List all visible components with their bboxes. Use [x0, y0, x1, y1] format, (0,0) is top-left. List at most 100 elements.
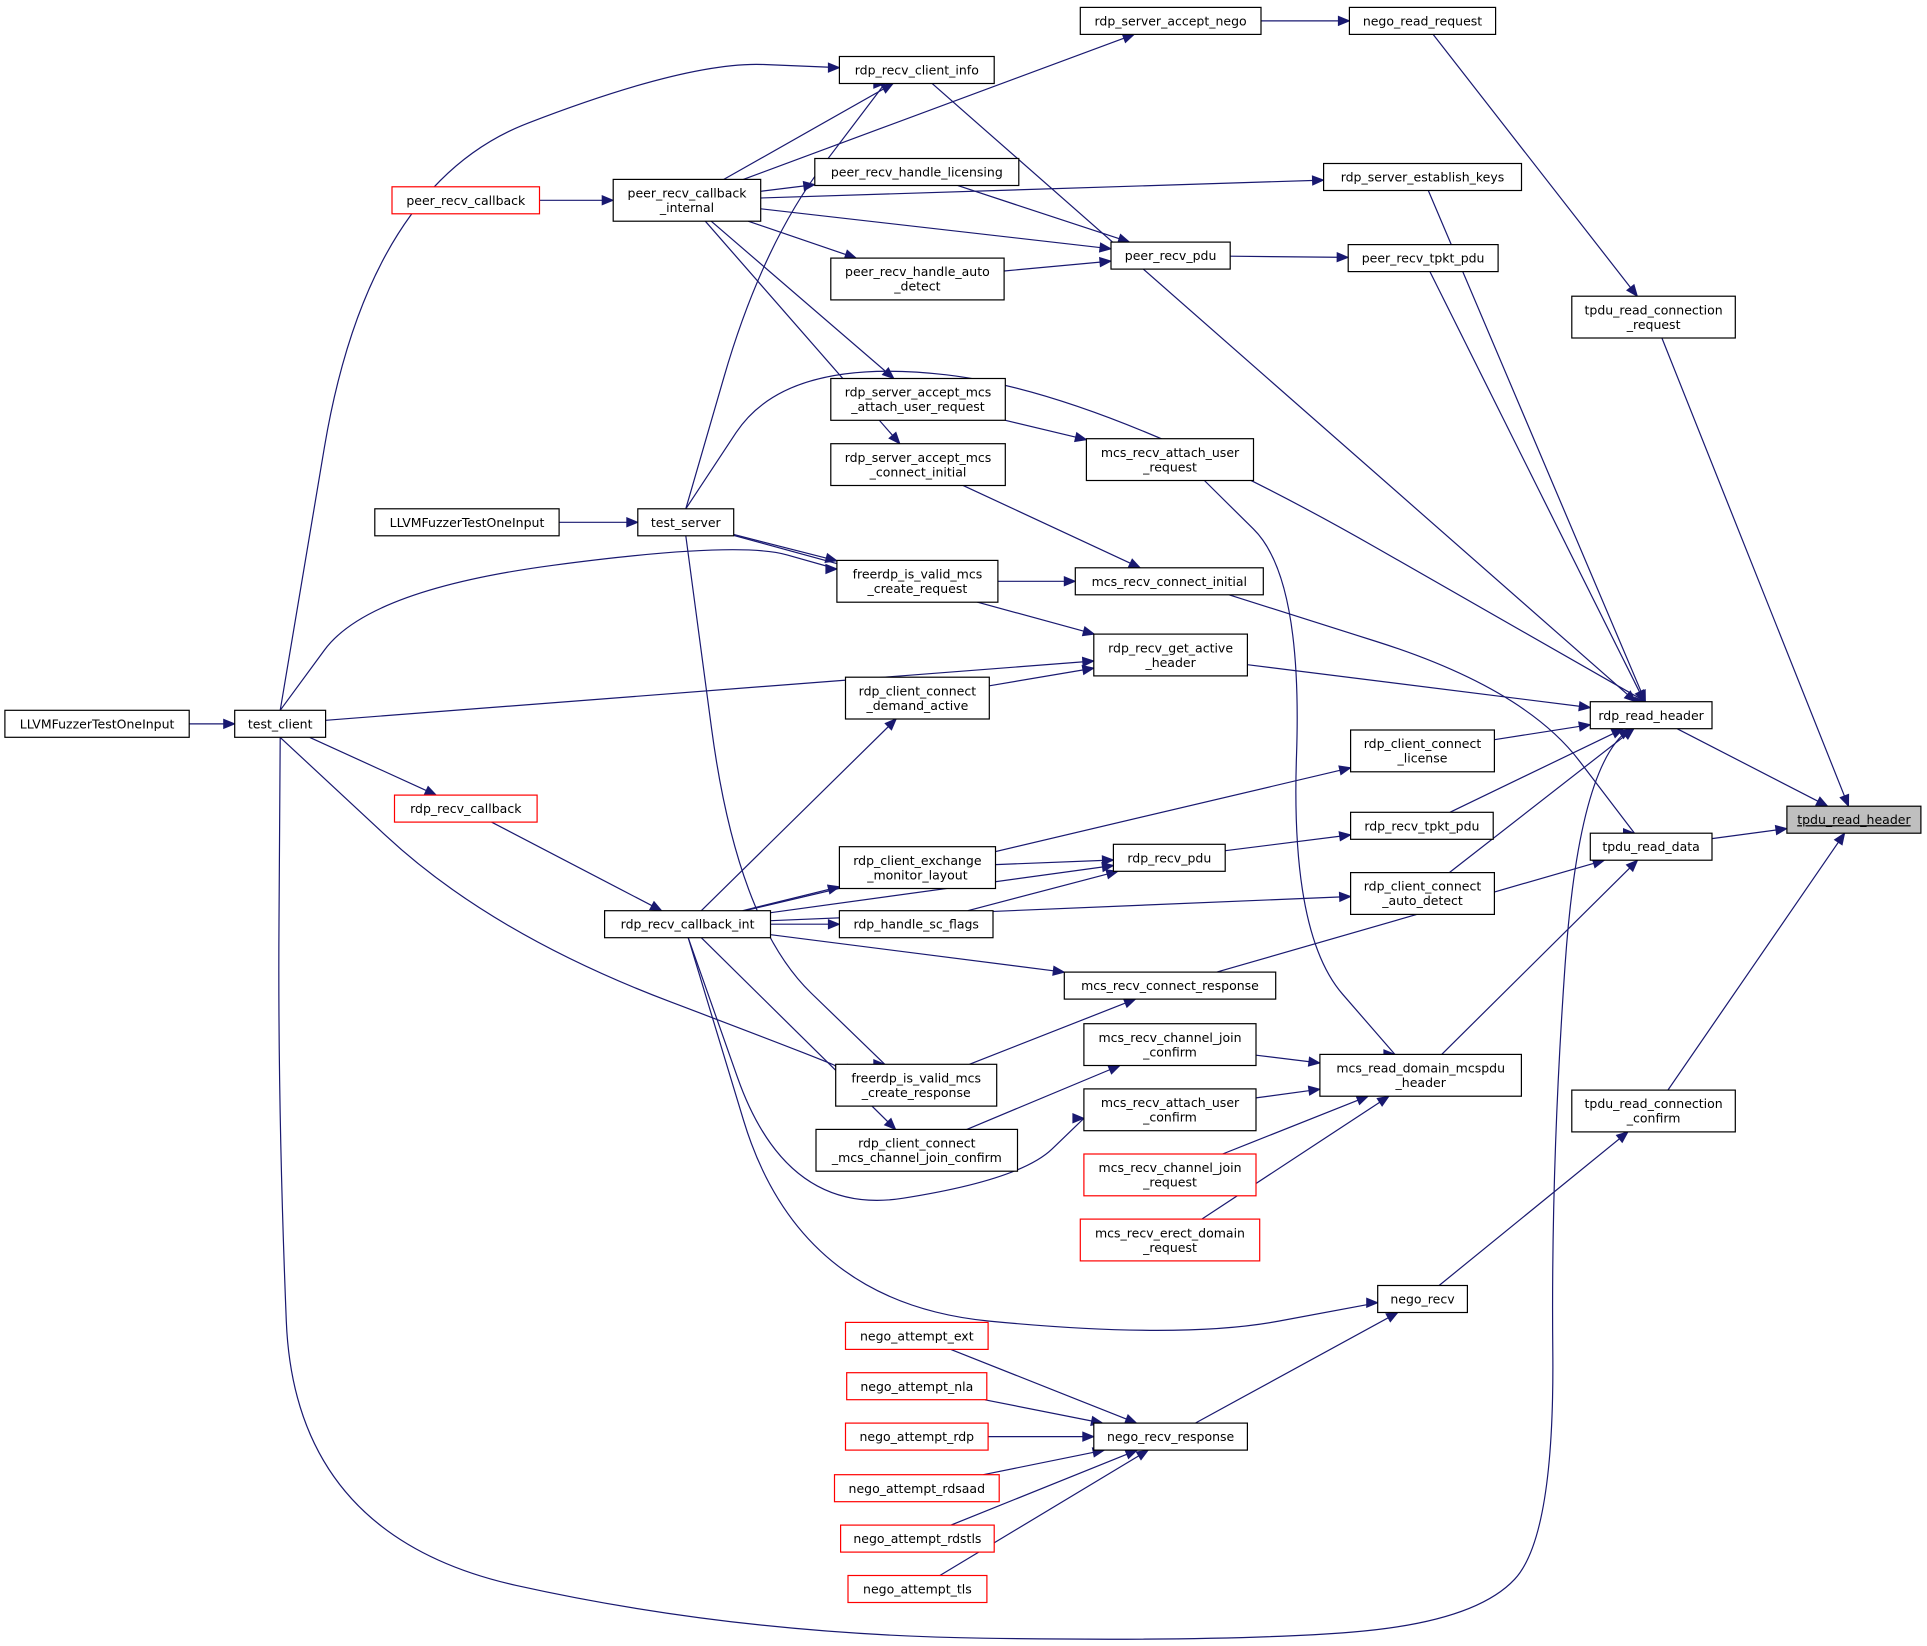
- node-mcs-recv-attach-user-confirm[interactable]: mcs_recv_attach_user_confirm: [1083, 1088, 1257, 1132]
- arrowhead-icon: [1123, 1414, 1138, 1424]
- node-box: [1079, 6, 1262, 36]
- arrowhead-icon: [1127, 558, 1142, 569]
- edge-mcs_recv_attach_user_confirm-to-mcs_read_domain_mcspdu_header: [1255, 1085, 1322, 1099]
- edge-peer_recv_callback_internal-to-peer_recv_pdu: [760, 208, 1113, 253]
- edge-nego_attempt_rdp-to-nego_recv_response: [988, 1431, 1096, 1442]
- node-label: rdp_client_connect: [859, 683, 977, 698]
- arrowhead-icon: [888, 431, 901, 445]
- node-box: [1079, 1218, 1261, 1262]
- node-tpdu-read-data[interactable]: tpdu_read_data: [1589, 832, 1713, 861]
- node-test-server[interactable]: test_server: [637, 508, 735, 537]
- node-rdp-client-exchange-monitor-layout[interactable]: rdp_client_exchange_monitor_layout: [838, 846, 997, 890]
- node-nego-attempt-rdp[interactable]: nego_attempt_rdp: [844, 1422, 989, 1451]
- node-box: [1112, 843, 1226, 872]
- node-peer-recv-callback-internal[interactable]: peer_recv_callback_internal: [612, 178, 762, 222]
- edge-line: [748, 220, 857, 259]
- node-mcs-recv-connect-initial[interactable]: mcs_recv_connect_initial: [1074, 567, 1264, 596]
- arrowhead-icon: [826, 884, 841, 895]
- node-nego-recv[interactable]: nego_recv: [1377, 1284, 1468, 1314]
- node-rdp-server-accept-mcs-attach-user-request[interactable]: rdp_server_accept_mcs_attach_user_reques…: [830, 377, 1006, 421]
- node-test-client[interactable]: test_client: [234, 709, 327, 738]
- arrowhead-icon: [1815, 796, 1829, 807]
- node-rdp-client-connect-demand-active[interactable]: rdp_client_connect_demand_active: [844, 676, 990, 720]
- edge-line: [950, 1449, 1138, 1526]
- node-box: [835, 1063, 998, 1107]
- node-rdp-read-header[interactable]: rdp_read_header: [1589, 701, 1713, 730]
- node-label: _create_response: [861, 1085, 971, 1100]
- node-tpdu-read-header[interactable]: tpdu_read_header: [1786, 805, 1922, 834]
- node-nego-attempt-rdsaad[interactable]: nego_attempt_rdsaad: [833, 1474, 1000, 1503]
- edge-peer_recv_callback_internal-to-rdp_recv_client_info: [723, 82, 895, 180]
- node-label: LLVMFuzzerTestOneInput: [390, 515, 545, 530]
- node-nego-attempt-rdstls[interactable]: nego_attempt_rdstls: [839, 1524, 995, 1553]
- node-rdp-recv-callback-int[interactable]: rdp_recv_callback_int: [603, 910, 772, 939]
- node-rdp-server-accept-mcs-connect-initial[interactable]: rdp_server_accept_mcs_connect_initial: [830, 443, 1006, 487]
- node-mcs-recv-connect-response[interactable]: mcs_recv_connect_response: [1063, 971, 1277, 1000]
- arrowhead-icon: [1311, 175, 1325, 186]
- edge-line: [1228, 594, 1635, 834]
- edge-rdp_recv_pdu-to-rdp_recv_tpkt_pdu: [1225, 831, 1352, 852]
- arrowhead-icon: [1082, 1431, 1096, 1442]
- edge-line: [983, 1449, 1105, 1476]
- node-label: _request: [1142, 1240, 1197, 1255]
- edge-rdp_server_accept_mcs_connect_initial-to-mcs_recv_connect_initial: [962, 484, 1142, 569]
- node-mcs-recv-erect-domain-request[interactable]: mcs_recv_erect_domain_request: [1079, 1218, 1261, 1262]
- node-rdp-recv-get-active-header[interactable]: rdp_recv_get_active_header: [1093, 633, 1249, 677]
- node-rdp-recv-client-info[interactable]: rdp_recv_client_info: [838, 55, 995, 85]
- edge-mcs_recv_erect_domain_request-to-mcs_read_domain_mcspdu_header: [1201, 1095, 1391, 1220]
- node-mcs-read-domain-mcspdu-header[interactable]: mcs_read_domain_mcspdu_header: [1319, 1053, 1523, 1097]
- node-nego-attempt-tls[interactable]: nego_attempt_tls: [847, 1574, 988, 1604]
- arrowhead-icon: [825, 563, 839, 575]
- node-label: rdp_client_connect: [858, 1136, 976, 1151]
- node-peer-recv-callback[interactable]: peer_recv_callback: [391, 186, 541, 215]
- node-label: rdp_client_connect: [1364, 736, 1482, 751]
- edge-line: [278, 728, 1631, 1640]
- node-box: [815, 1128, 1019, 1172]
- node-label: nego_read_request: [1363, 13, 1482, 28]
- node-rdp-recv-callback[interactable]: rdp_recv_callback: [393, 794, 538, 823]
- arrowhead-icon: [1338, 891, 1352, 903]
- arrowhead-icon: [1099, 256, 1113, 268]
- node-tpdu-read-connection-confirm[interactable]: tpdu_read_connection_confirm: [1571, 1089, 1736, 1133]
- node-rdp-server-establish-keys[interactable]: rdp_server_establish_keys: [1322, 162, 1523, 192]
- node-llvm-fuzzer-client[interactable]: LLVMFuzzerTestOneInput: [4, 709, 190, 738]
- node-label: rdp_recv_pdu: [1127, 850, 1211, 865]
- node-label: rdp_server_accept_mcs: [845, 385, 992, 400]
- node-box: [637, 508, 735, 537]
- node-box: [1319, 1053, 1523, 1097]
- edge-line: [931, 83, 1637, 703]
- edge-tpdu_read_connection_confirm-to-tpdu_read_header: [1667, 832, 1846, 1091]
- node-peer-recv-pdu[interactable]: peer_recv_pdu: [1110, 241, 1231, 270]
- node-llvm-fuzzer-server[interactable]: LLVMFuzzerTestOneInput: [374, 508, 560, 537]
- edge-rdp_recv_get_active_header-to-rdp_read_header: [1247, 664, 1592, 712]
- node-nego-attempt-nla[interactable]: nego_attempt_nla: [846, 1372, 988, 1401]
- node-rdp-recv-tpkt-pdu[interactable]: rdp_recv_tpkt_pdu: [1349, 811, 1494, 840]
- node-box: [1110, 241, 1231, 270]
- node-rdp-client-connect-mcs-channel-join-confirm[interactable]: rdp_client_connect_mcs_channel_join_conf…: [815, 1128, 1019, 1172]
- node-rdp-client-connect-license[interactable]: rdp_client_connect_license: [1349, 729, 1495, 773]
- node-label: rdp_recv_callback: [410, 801, 522, 816]
- node-nego-recv-response[interactable]: nego_recv_response: [1093, 1422, 1249, 1451]
- node-nego-attempt-ext[interactable]: nego_attempt_ext: [844, 1321, 989, 1351]
- arrowhead-icon: [1072, 1113, 1086, 1124]
- node-mcs-recv-channel-join-request[interactable]: mcs_recv_channel_join_request: [1083, 1153, 1257, 1197]
- node-tpdu-read-connection-request[interactable]: tpdu_read_connection_request: [1571, 295, 1736, 339]
- node-peer-recv-handle-auto-detect[interactable]: peer_recv_handle_auto_detect: [830, 257, 1005, 301]
- node-mcs-recv-attach-user-request[interactable]: mcs_recv_attach_user_request: [1085, 438, 1255, 482]
- node-label: _header: [1395, 1075, 1447, 1090]
- edge-llvm_fuzzer_server-to-test_server: [559, 517, 640, 528]
- node-rdp-handle-sc-flags[interactable]: rdp_handle_sc_flags: [838, 910, 994, 939]
- edge-line: [989, 667, 1094, 687]
- node-peer-recv-handle-licensing[interactable]: peer_recv_handle_licensing: [814, 157, 1020, 187]
- node-rdp-recv-pdu[interactable]: rdp_recv_pdu: [1112, 843, 1226, 872]
- node-rdp-client-connect-auto-detect[interactable]: rdp_client_connect_auto_detect: [1349, 871, 1495, 915]
- node-box: [844, 1422, 989, 1451]
- node-peer-recv-tpkt-pdu[interactable]: peer_recv_tpkt_pdu: [1347, 244, 1499, 273]
- node-rdp-server-accept-nego[interactable]: rdp_server_accept_nego: [1079, 6, 1262, 36]
- edge-rdp_server_accept_mcs_attach_user_request-to-mcs_recv_attach_user_request: [1005, 419, 1088, 443]
- node-freerdp-is-valid-mcs-create-request[interactable]: freerdp_is_valid_mcs_create_request: [836, 559, 999, 603]
- node-nego-read-request[interactable]: nego_read_request: [1348, 6, 1497, 36]
- node-freerdp-is-valid-mcs-create-response[interactable]: freerdp_is_valid_mcs_create_response: [835, 1063, 998, 1107]
- node-mcs-recv-channel-join-confirm[interactable]: mcs_recv_channel_join_confirm: [1083, 1023, 1257, 1067]
- node-label: _license: [1397, 751, 1448, 766]
